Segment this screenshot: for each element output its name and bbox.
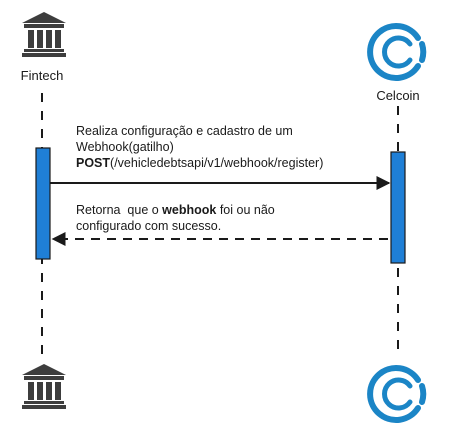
celcoin-activation-bar bbox=[390, 151, 406, 264]
message-2-bold: webhook bbox=[161, 203, 216, 217]
participant-right-label: Celcoin bbox=[376, 88, 419, 103]
message-1-method: POST bbox=[76, 156, 110, 170]
message-1-line-1: Realiza configuração e cadastro de um bbox=[76, 124, 293, 138]
message-1-line-2: Webhook(gatilho) bbox=[76, 140, 174, 154]
message-2-prefix: Retorna que o bbox=[76, 203, 162, 217]
participant-left-label: Fintech bbox=[21, 68, 64, 83]
message-2-line-1: Retorna que o webhook foi ou não bbox=[76, 203, 275, 217]
fintech-activation-bar bbox=[35, 147, 51, 260]
bank-icon bbox=[22, 12, 66, 57]
celcoin-logo-icon-bottom bbox=[370, 368, 423, 420]
bank-icon-bottom bbox=[22, 364, 66, 409]
message-1-endpoint: POST(/vehicledebtsapi/v1/webhook/registe… bbox=[76, 156, 323, 170]
celcoin-logo-icon bbox=[370, 26, 423, 78]
message-2-line-2: configurado com sucesso. bbox=[76, 219, 221, 233]
message-2-suffix: foi ou não bbox=[216, 203, 274, 217]
message-1-path: (/vehicledebtsapi/v1/webhook/register) bbox=[110, 156, 323, 170]
